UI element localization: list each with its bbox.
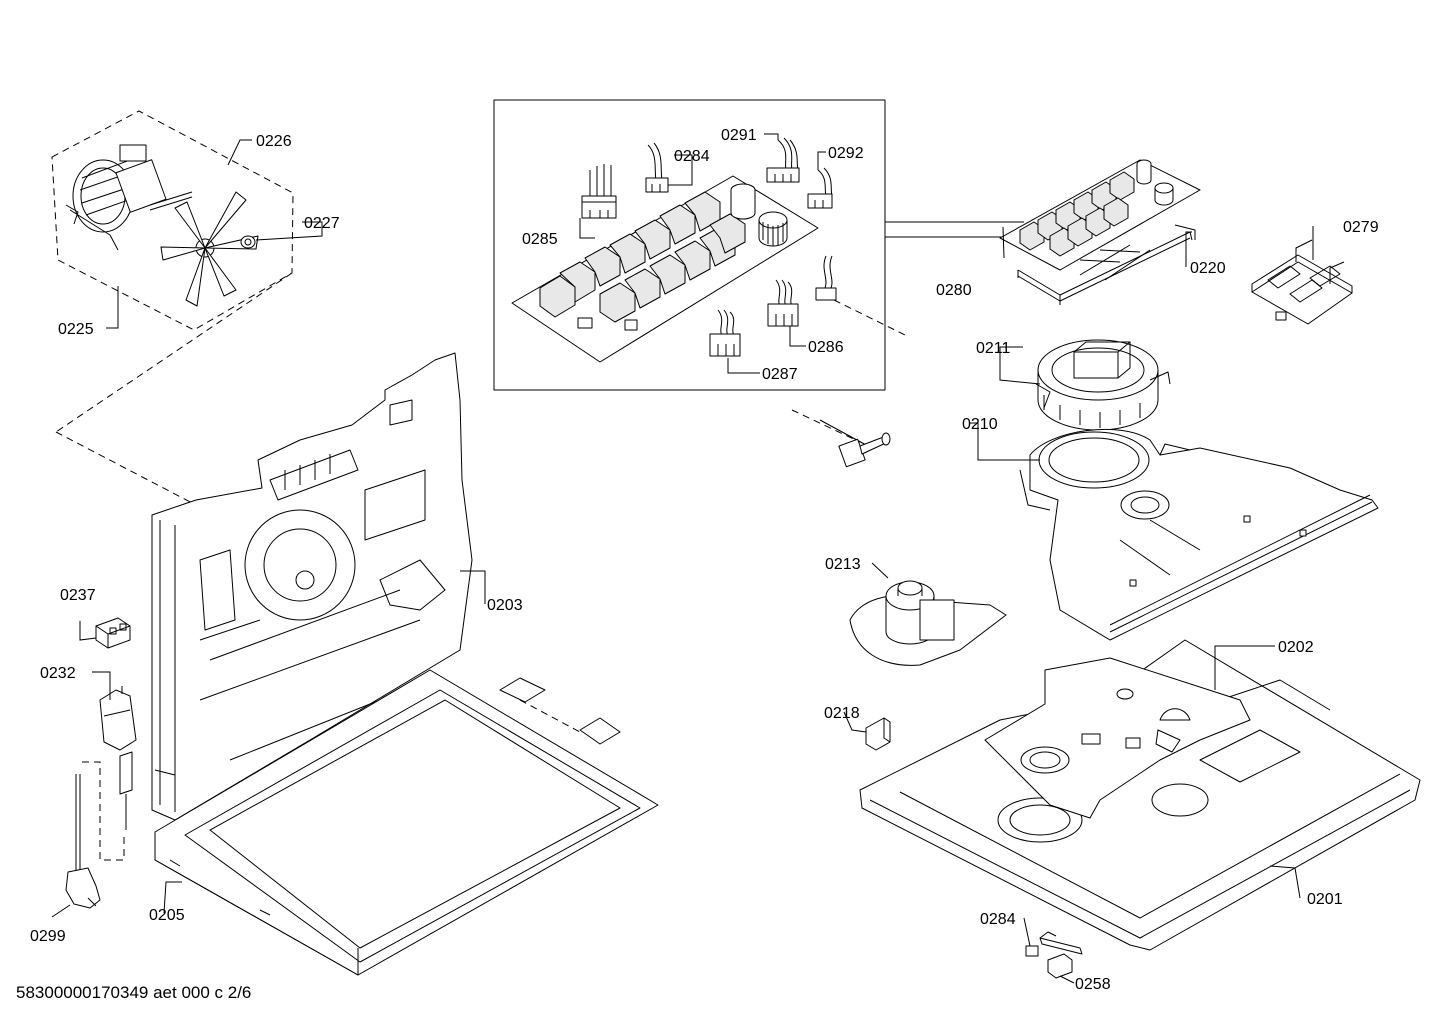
label-0218: 0218 [824, 705, 860, 722]
part-labels: 0226 0227 0225 0291 0284 0292 0285 0286 … [30, 127, 1379, 993]
label-0285: 0285 [522, 231, 558, 248]
label-0280: 0280 [936, 282, 972, 299]
label-0258: 0258 [1075, 976, 1111, 993]
base-plate [859, 639, 1421, 951]
label-0203: 0203 [487, 597, 523, 614]
label-0225: 0225 [58, 321, 94, 338]
label-0227: 0227 [304, 215, 340, 232]
relay-pcb [999, 159, 1201, 271]
pcb-detail-box [493, 99, 1024, 391]
document-number: 58300000170349 aet 000 c 2/6 [16, 983, 251, 1002]
connector-0284-top [645, 142, 669, 193]
loose-connector [815, 255, 837, 301]
label-0291: 0291 [721, 127, 757, 144]
label-0292: 0292 [828, 145, 864, 162]
label-0210: 0210 [962, 416, 998, 433]
label-0287: 0287 [762, 366, 798, 383]
label-0205: 0205 [149, 907, 185, 924]
power-cord-0299 [65, 774, 101, 909]
leader-lines [51, 133, 1314, 984]
power-socket-0232 [99, 686, 137, 830]
label-0286: 0286 [808, 339, 844, 356]
label-0202: 0202 [1278, 639, 1314, 656]
bracket-0218 [865, 717, 891, 751]
pcb-bracket [1017, 224, 1196, 305]
connector-0291 [766, 137, 800, 183]
label-0211: 0211 [976, 340, 1011, 357]
clip-0258 [1047, 953, 1073, 979]
back-panel [151, 352, 473, 821]
fan-housing [1019, 428, 1379, 641]
label-0299: 0299 [30, 928, 66, 945]
cooling-fan [1035, 339, 1171, 431]
label-0213: 0213 [825, 556, 861, 573]
fan-motor-assembly [51, 110, 294, 331]
fan-blade [160, 191, 259, 307]
fan-nut [240, 235, 256, 249]
label-0237: 0237 [60, 587, 96, 604]
blower [849, 580, 1007, 666]
terminal-block-0237 [95, 617, 131, 649]
connector-block-0279 [1251, 239, 1353, 325]
label-0220: 0220 [1190, 260, 1226, 277]
switch-0284 [1025, 931, 1083, 957]
connector-0292 [807, 167, 833, 209]
label-0201: 0201 [1307, 891, 1343, 908]
fan-motor [65, 144, 193, 251]
connector-0285 [581, 164, 617, 219]
connector-0287 [709, 309, 741, 357]
label-0279: 0279 [1343, 219, 1379, 236]
connector-0286 [767, 279, 799, 327]
control-pcb [511, 175, 819, 363]
label-0226: 0226 [256, 133, 292, 150]
label-0284-top: 0284 [674, 148, 710, 165]
label-0284-bottom: 0284 [980, 911, 1016, 928]
bottom-frame [154, 669, 659, 976]
label-0232: 0232 [40, 665, 76, 682]
base-cover [984, 657, 1251, 819]
temperature-sensor [819, 419, 891, 468]
